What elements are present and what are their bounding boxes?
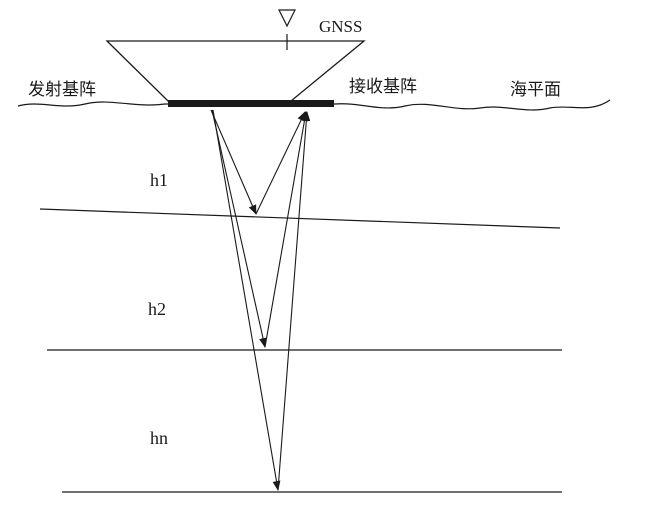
gnss-label: GNSS [319, 17, 362, 36]
receive-array-label: 接收基阵 [349, 77, 417, 97]
ray-up-1 [255, 111, 306, 215]
layer-label-h1: h1 [150, 170, 168, 190]
sea-surface-label: 海平面 [510, 80, 561, 100]
transmit-array-label: 发射基阵 [28, 80, 96, 100]
transducer-bar [168, 100, 334, 107]
layer-label-hn: hn [150, 428, 168, 448]
gnss-antenna-icon [278, 9, 296, 50]
sea-surface-line [17, 99, 611, 111]
layer-label-h2: h2 [148, 299, 166, 319]
ray-up-n [277, 111, 311, 491]
ray-up-2 [264, 111, 309, 348]
ray-down-2 [211, 109, 267, 348]
layer-boundary-1 [39, 208, 561, 229]
ray-down-n [212, 109, 281, 491]
ray-down-1 [210, 109, 257, 215]
vessel-hull [105, 40, 366, 102]
